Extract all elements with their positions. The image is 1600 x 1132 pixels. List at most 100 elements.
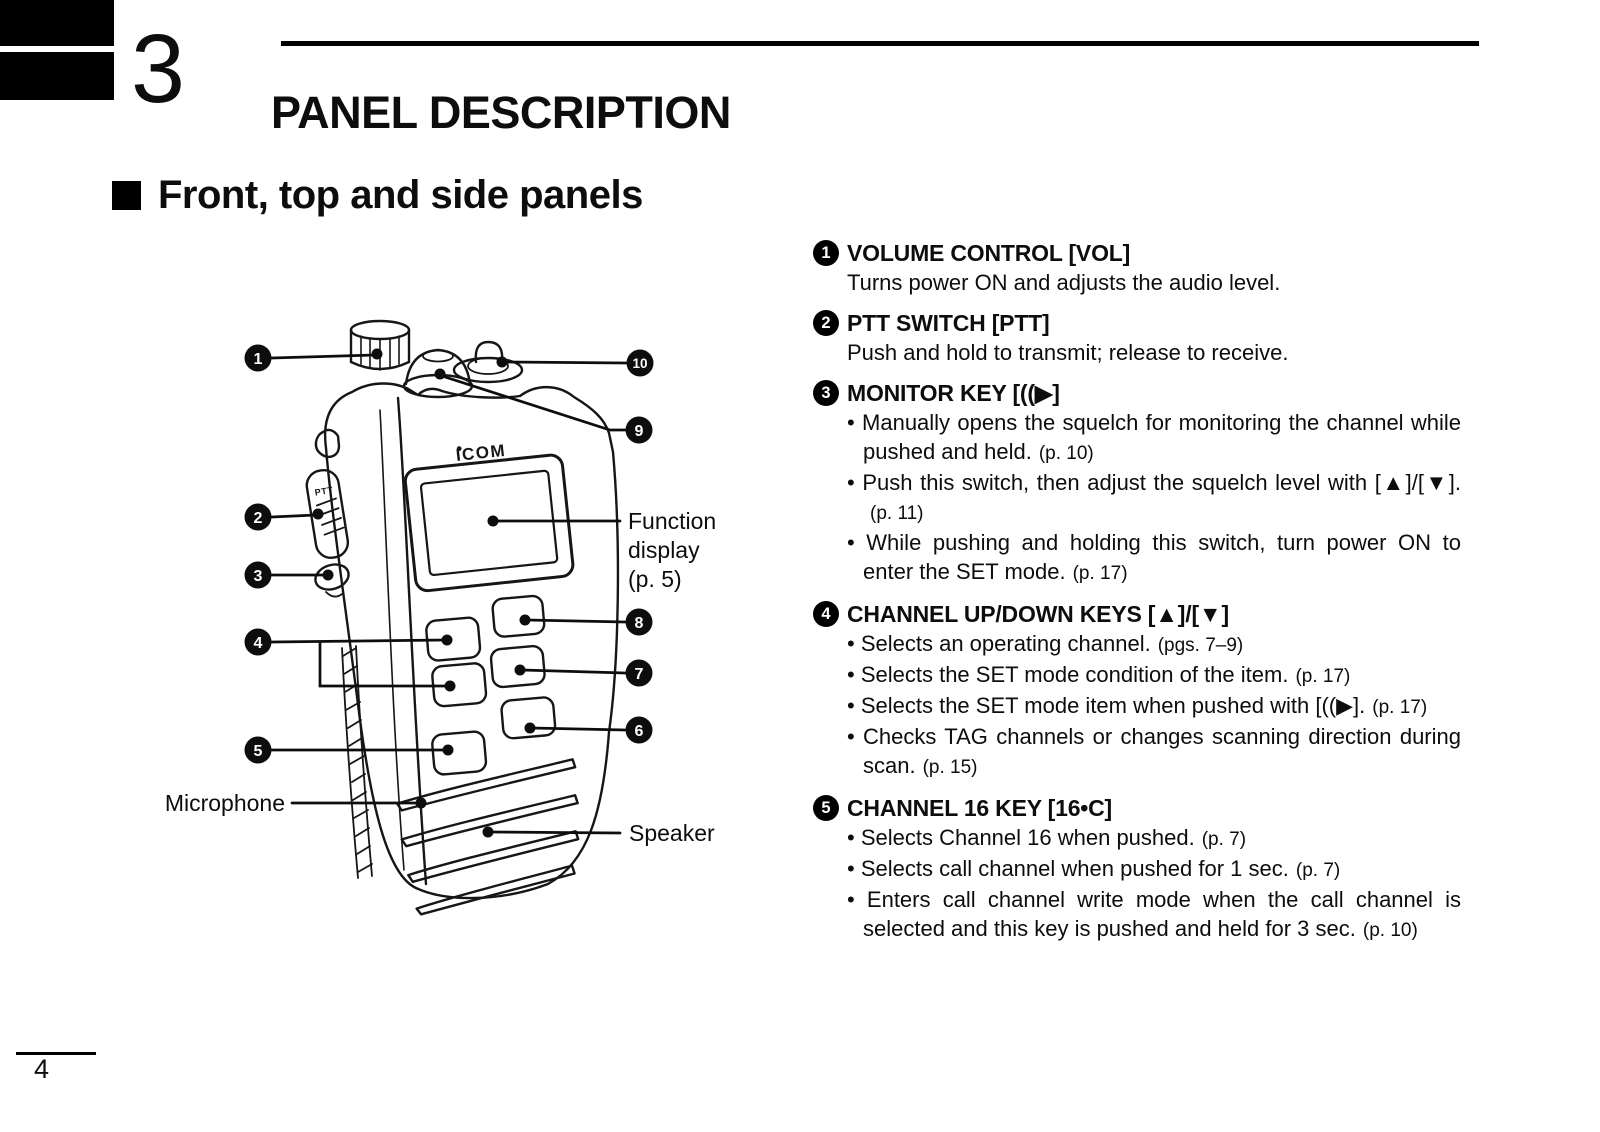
item-volume-control: 1 VOLUME CONTROL [VOL] Turns power ON an… — [813, 238, 1461, 297]
page-ref: (p. 17) — [1372, 697, 1428, 718]
item-number-badge: 1 — [813, 240, 839, 266]
page-ref: (p. 15) — [922, 757, 978, 778]
item-title: PTT SWITCH [PTT] — [847, 309, 1050, 336]
svg-text:9: 9 — [635, 423, 644, 440]
bullet-text: Enters call channel write mode when the … — [863, 887, 1461, 941]
bullet: Selects Channel 16 when pushed. (p. 7) — [847, 823, 1461, 854]
item-number-badge: 5 — [813, 795, 839, 821]
key-6 — [500, 696, 557, 740]
item-bullet-list: Selects Channel 16 when pushed. (p. 7) Se… — [847, 823, 1461, 945]
chapter-number: 3 — [131, 14, 185, 123]
item-heading: 5 CHANNEL 16 KEY [16•C] — [813, 793, 1461, 823]
footer-rule — [16, 1052, 96, 1055]
bullet-text: Selects the SET mode item when pushed wi… — [860, 693, 1366, 718]
microphone-label: Microphone — [165, 790, 285, 816]
section-heading: Front, top and side panels — [112, 173, 643, 218]
page-ref: (p. 11) — [870, 503, 924, 524]
bullet: Push this switch, then adjust the squelc… — [847, 468, 1461, 528]
item-description: Push and hold to transmit; release to re… — [847, 340, 1289, 365]
bullet-text: Selects the SET mode condition of the it… — [860, 662, 1289, 687]
speaker-label: Speaker — [629, 820, 715, 846]
bullet-text: Manually opens the squelch for monitorin… — [862, 410, 1461, 464]
page-ref: (pgs. 7–9) — [1157, 635, 1244, 656]
item-heading: 3 MONITOR KEY [((▶] — [813, 378, 1461, 408]
item-monitor-key: 3 MONITOR KEY [((▶] Manually opens the s… — [813, 378, 1461, 588]
svg-text:2: 2 — [254, 510, 263, 527]
item-description: Turns power ON and adjusts the audio lev… — [847, 270, 1281, 295]
monitor-key-shadow — [325, 591, 343, 598]
svg-text:4: 4 — [254, 635, 263, 652]
diagram-labels: Function display (p. 5) Microphone Speak… — [165, 508, 716, 846]
radio-diagram: PTT ICOM — [165, 319, 716, 916]
radio-body-outline — [323, 382, 620, 900]
function-display-label-line3: (p. 5) — [628, 566, 682, 592]
bullet: Checks TAG channels or changes scanning … — [847, 722, 1461, 782]
bullet: Enters call channel write mode when the … — [847, 885, 1461, 945]
chapter-tab-block-bottom — [0, 52, 114, 100]
volume-knob — [349, 319, 411, 371]
item-heading: 1 VOLUME CONTROL [VOL] — [813, 238, 1461, 268]
item-channel-16-key: 5 CHANNEL 16 KEY [16•C] Selects Channel … — [813, 793, 1461, 945]
ptt-engraving: PTT — [314, 485, 334, 498]
svg-text:7: 7 — [635, 666, 644, 683]
page-ref: (p. 17) — [1072, 563, 1128, 584]
title-rule — [281, 41, 1479, 46]
page-ref: (p. 17) — [1295, 666, 1351, 687]
section-title: Front, top and side panels — [158, 173, 643, 217]
chapter-tab-block-top — [0, 0, 114, 46]
channel-16-key — [431, 730, 488, 776]
svg-text:1: 1 — [254, 351, 263, 368]
key-7 — [489, 645, 546, 689]
bullet: Selects call channel when pushed for 1 s… — [847, 854, 1461, 885]
item-title: CHANNEL UP/DOWN KEYS [▲]/[▼] — [847, 600, 1229, 627]
clip-hook — [314, 428, 341, 458]
battery-latch-strip — [341, 645, 373, 879]
top-dome-knob — [402, 348, 474, 399]
svg-text:3: 3 — [254, 568, 263, 585]
bullet: Selects the SET mode condition of the it… — [847, 660, 1461, 691]
svg-text:10: 10 — [632, 356, 647, 371]
item-ptt-switch: 2 PTT SWITCH [PTT] Push and hold to tran… — [813, 308, 1461, 367]
radio-line-art: PTT ICOM — [305, 319, 620, 916]
section-marker-square — [112, 181, 141, 210]
item-title: MONITOR KEY [((▶] — [847, 379, 1060, 406]
function-display-label-line1: Function — [628, 508, 716, 534]
brand-logo-dot — [456, 446, 462, 452]
bullet: Selects an operating channel. (pgs. 7–9) — [847, 629, 1461, 660]
bullet-text: Selects Channel 16 when pushed. — [860, 825, 1195, 850]
lcd-display: ICOM — [403, 441, 575, 593]
item-title: VOLUME CONTROL [VOL] — [847, 239, 1131, 266]
svg-text:6: 6 — [635, 723, 644, 740]
callout-dots — [312, 348, 536, 838]
speaker-grille — [396, 758, 580, 916]
page-ref: (p. 10) — [1362, 920, 1418, 941]
svg-text:8: 8 — [635, 615, 644, 632]
key-8 — [491, 594, 546, 638]
bullet-text: Push this switch, then adjust the squelc… — [862, 470, 1461, 495]
page-title: PANEL DESCRIPTION — [271, 87, 731, 139]
svg-text:5: 5 — [254, 743, 263, 760]
panel-description-list: 1 VOLUME CONTROL [VOL] Turns power ON an… — [813, 238, 1461, 956]
item-number-badge: 4 — [813, 601, 839, 627]
item-number-badge: 2 — [813, 310, 839, 336]
monitor-side-key — [314, 563, 350, 591]
page-ref: (p. 7) — [1201, 829, 1247, 850]
function-display-label-line2: display — [628, 537, 700, 563]
bullet-text: Selects call channel when pushed for 1 s… — [860, 856, 1289, 881]
item-number-badge: 3 — [813, 380, 839, 406]
item-title: CHANNEL 16 KEY [16•C] — [847, 794, 1113, 821]
bullet-text: Checks TAG channels or changes scanning … — [863, 724, 1461, 778]
item-bullet-list: Selects an operating channel.(pgs. 7–9) … — [847, 629, 1461, 782]
page-ref: (p. 7) — [1295, 860, 1341, 881]
page-ref: (p. 10) — [1038, 443, 1094, 464]
item-channel-up-down-keys: 4 CHANNEL UP/DOWN KEYS [▲]/[▼] Selects a… — [813, 599, 1461, 782]
item-heading: 4 CHANNEL UP/DOWN KEYS [▲]/[▼] — [813, 599, 1461, 629]
antenna-connector — [452, 340, 524, 384]
ptt-side-switch: PTT — [305, 468, 350, 559]
bullet: While pushing and holding this switch, t… — [847, 528, 1461, 588]
bullet-text: Selects an operating channel. — [860, 631, 1151, 656]
callout-badges: 1 2 3 4 5 6 7 8 9 10 — [244, 344, 654, 764]
bullet: Selects the SET mode item when pushed wi… — [847, 691, 1461, 722]
callout-lines — [270, 353, 629, 835]
bullet: Manually opens the squelch for monitorin… — [847, 408, 1461, 468]
